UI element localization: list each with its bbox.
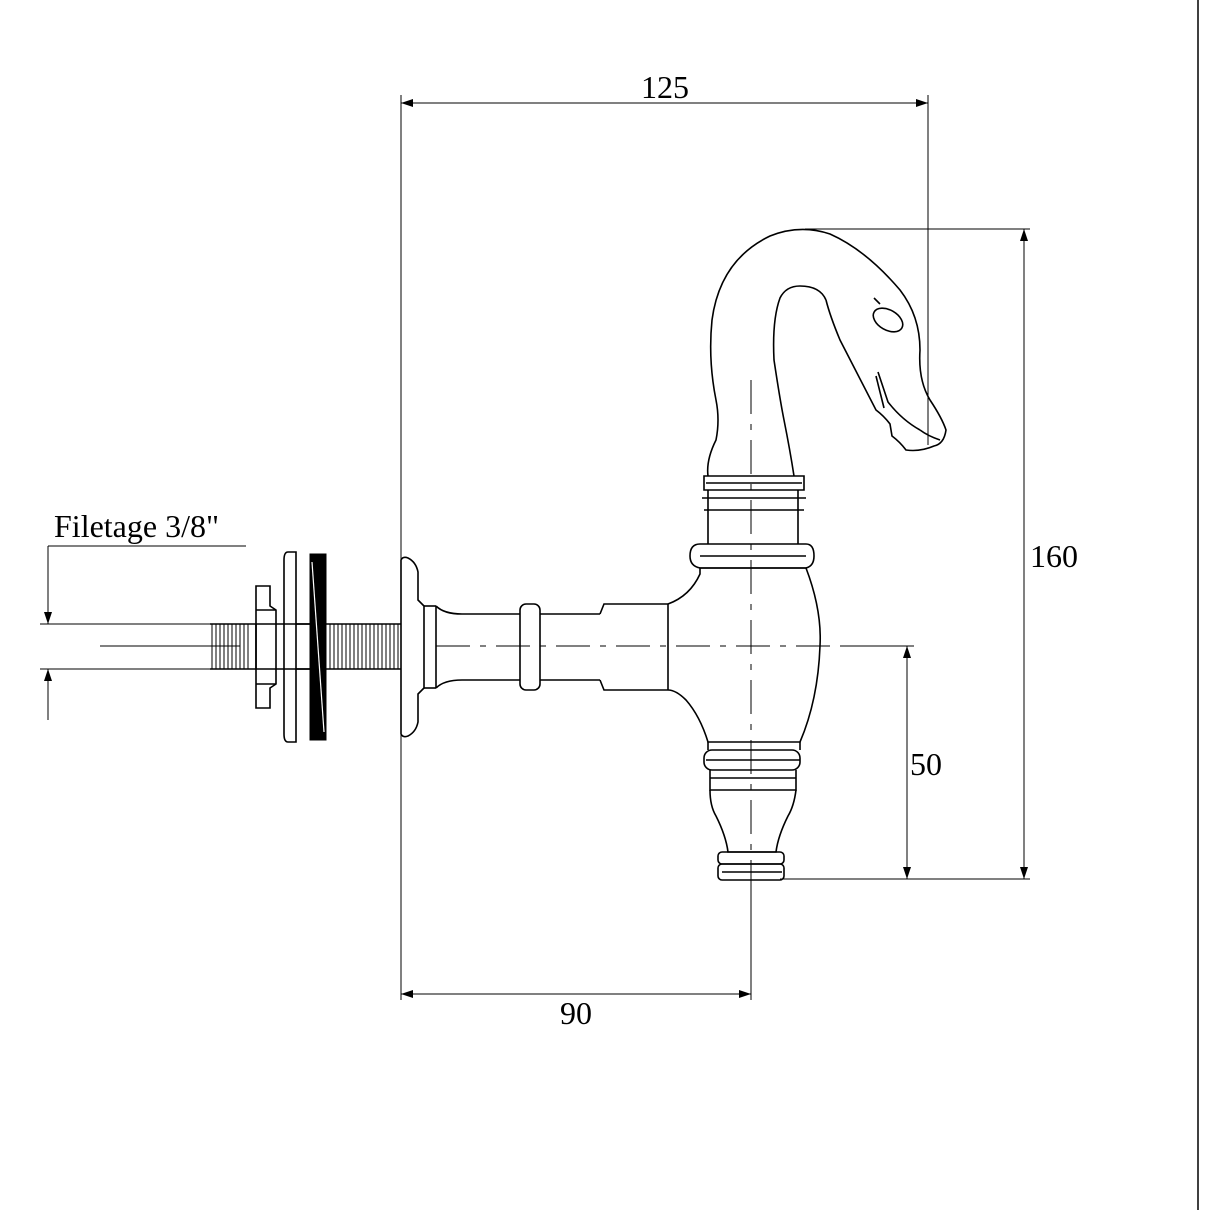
dimension-width: 125 bbox=[400, 69, 929, 560]
horizontal-arm bbox=[435, 603, 669, 691]
dimension-projection-label: 90 bbox=[560, 995, 592, 1031]
thread-label: Filetage 3/8" bbox=[54, 508, 219, 544]
dimension-height-label: 160 bbox=[1030, 538, 1078, 574]
dimension-spout: 50 bbox=[846, 645, 942, 879]
thread-dimension: Filetage 3/8" bbox=[40, 508, 246, 720]
dimension-projection: 90 bbox=[400, 735, 752, 1031]
dimension-width-label: 125 bbox=[641, 69, 689, 105]
washer bbox=[283, 551, 310, 743]
swan-neck-spout bbox=[706, 228, 947, 477]
faucet-body bbox=[667, 475, 822, 743]
lower-outlet bbox=[703, 742, 801, 881]
thread-ridges bbox=[211, 624, 399, 669]
rubber-gasket bbox=[309, 553, 327, 741]
dimension-height: 160 bbox=[780, 228, 1078, 880]
hex-nut bbox=[255, 585, 277, 709]
wall-flange bbox=[400, 556, 437, 738]
threaded-pipe bbox=[100, 623, 401, 670]
dimension-spout-label: 50 bbox=[910, 746, 942, 782]
